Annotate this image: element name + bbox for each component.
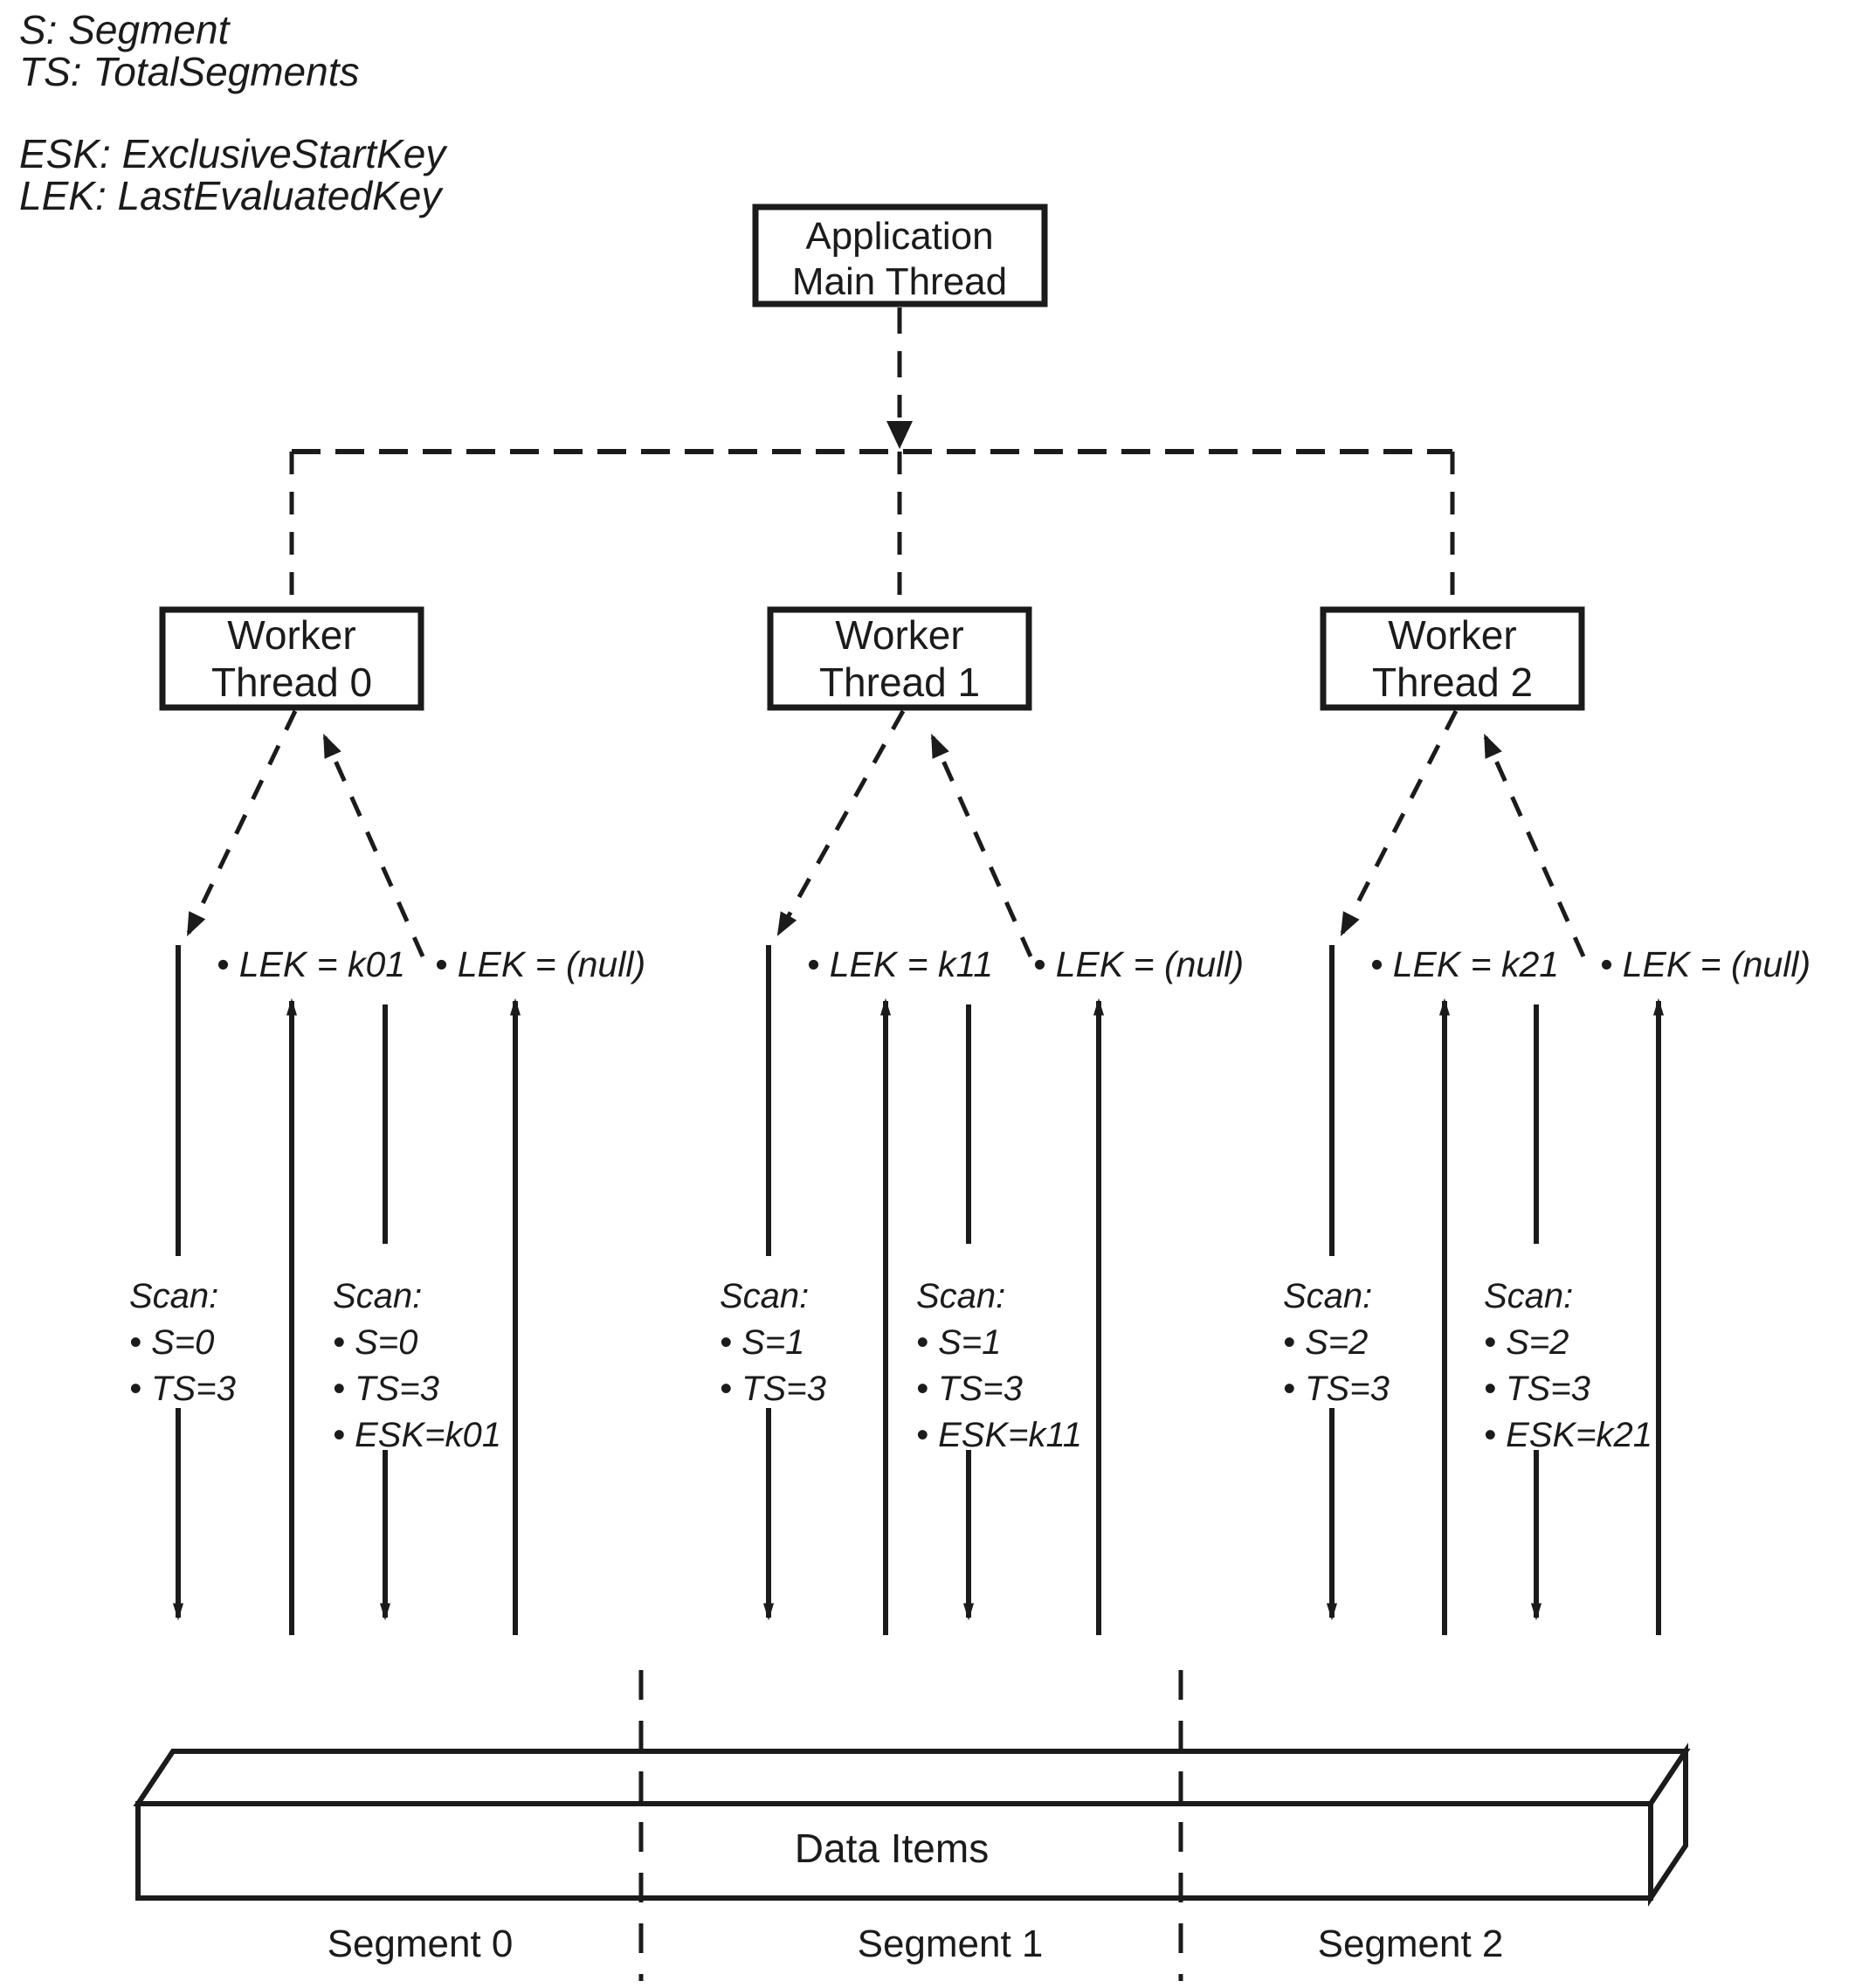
- worker-thread-2-label-line1: Worker: [1388, 612, 1516, 658]
- scan-param: • ESK=k21: [1484, 1416, 1652, 1454]
- legend-line-lastevaluatedkey: LEK: LastEvaluatedKey: [19, 173, 444, 218]
- scan-title: Scan:: [916, 1277, 1005, 1315]
- worker-thread-0-group: Worker Thread 0 • LEK = k01 • LEK = (nul…: [129, 606, 645, 1635]
- scan-param: • S=0: [333, 1323, 417, 1362]
- worker-thread-0-label-line2: Thread 0: [211, 659, 372, 705]
- scan-param: • S=2: [1484, 1323, 1569, 1362]
- scan-title: Scan:: [129, 1277, 218, 1315]
- segment-1-label: Segment 1: [858, 1922, 1044, 1965]
- scan-param: • S=1: [720, 1323, 804, 1362]
- worker-thread-0-label-line1: Worker: [227, 612, 355, 658]
- worker1-response-return-arrow: [930, 733, 1033, 958]
- worker0-response1-label: • LEK = k01: [217, 944, 405, 984]
- worker0-scan2-params: Scan: • S=0 • TS=3 • ESK=k01: [333, 1277, 501, 1454]
- scan-param: • S=0: [129, 1323, 214, 1362]
- scan-param: • TS=3: [333, 1370, 439, 1408]
- worker-thread-2-box: [1320, 606, 1585, 711]
- segment-2-label: Segment 2: [1318, 1922, 1504, 1965]
- application-box: [752, 204, 1048, 307]
- scan-param: • TS=3: [720, 1370, 826, 1408]
- worker0-request-dispatch-arrow: [186, 709, 298, 937]
- worker1-response1-label: • LEK = k11: [807, 944, 993, 984]
- scan-param: • S=2: [1283, 1323, 1368, 1362]
- segment-dividers: [638, 1670, 1183, 1981]
- data-items-store: Data Items: [133, 1743, 1691, 1907]
- worker2-scan1-params: Scan: • S=2 • TS=3: [1283, 1277, 1390, 1408]
- worker2-scan2-params: Scan: • S=2 • TS=3 • ESK=k21: [1484, 1277, 1652, 1454]
- worker1-scan2-params: Scan: • S=1 • TS=3 • ESK=k11: [916, 1277, 1082, 1454]
- worker0-scan1-params: Scan: • S=0 • TS=3: [129, 1277, 236, 1408]
- dispatch-arrowhead-icon: [886, 421, 913, 449]
- data-items-top-face: [133, 1749, 1691, 1806]
- scan-title: Scan:: [1484, 1277, 1573, 1315]
- worker1-response2-label: • LEK = (null): [1033, 944, 1244, 984]
- scan-title: Scan:: [720, 1277, 809, 1315]
- worker-thread-1-group: Worker Thread 1 • LEK = k11 • LEK = (nul…: [720, 606, 1244, 1635]
- application-box-label-line2: Main Thread: [792, 260, 1007, 303]
- application-box-label-line1: Application: [805, 215, 993, 258]
- worker-thread-0-box: [159, 606, 424, 711]
- scan-param: • TS=3: [1484, 1370, 1590, 1408]
- scan-param: • S=1: [916, 1323, 1001, 1362]
- scan-title: Scan:: [1283, 1277, 1372, 1315]
- data-items-front-face: [135, 1801, 1653, 1901]
- worker-thread-2-group: Worker Thread 2 • LEK = k21 • LEK = (nul…: [1283, 606, 1810, 1635]
- scan-param: • TS=3: [129, 1370, 236, 1408]
- segment-labels: Segment 0 Segment 1 Segment 2: [328, 1922, 1504, 1965]
- worker-thread-1-box: [767, 606, 1032, 711]
- legend-line-totalsegments: TS: TotalSegments: [19, 49, 360, 94]
- worker2-response2-label: • LEK = (null): [1600, 944, 1810, 984]
- scan-param: • TS=3: [916, 1370, 1023, 1408]
- scan-param: • ESK=k11: [916, 1416, 1082, 1454]
- worker1-request-dispatch-arrow: [776, 709, 906, 936]
- worker2-request-dispatch-arrow: [1340, 709, 1459, 937]
- scan-param: • TS=3: [1283, 1370, 1390, 1408]
- dispatch-connector: [289, 307, 1455, 606]
- worker-thread-1-label-line2: Thread 1: [819, 659, 980, 705]
- worker0-response-return-arrow: [322, 733, 425, 958]
- scan-param: • ESK=k01: [333, 1416, 501, 1454]
- worker2-response-return-arrow: [1483, 733, 1586, 958]
- worker-thread-1-label-line1: Worker: [835, 612, 963, 658]
- worker1-scan1-params: Scan: • S=1 • TS=3: [720, 1277, 826, 1408]
- data-items-label: Data Items: [795, 1826, 989, 1871]
- legend-line-segment: S: Segment: [19, 7, 231, 52]
- scan-title: Scan:: [333, 1277, 422, 1315]
- worker2-response1-label: • LEK = k21: [1370, 944, 1559, 984]
- worker0-response2-label: • LEK = (null): [435, 944, 645, 984]
- application-main-thread: Application Main Thread: [752, 204, 1048, 307]
- worker-thread-2-label-line2: Thread 2: [1372, 659, 1533, 705]
- legend: S: Segment TS: TotalSegments ESK: Exclus…: [19, 7, 448, 218]
- legend-line-exclusivestartkey: ESK: ExclusiveStartKey: [19, 131, 448, 176]
- segment-0-label: Segment 0: [328, 1922, 514, 1965]
